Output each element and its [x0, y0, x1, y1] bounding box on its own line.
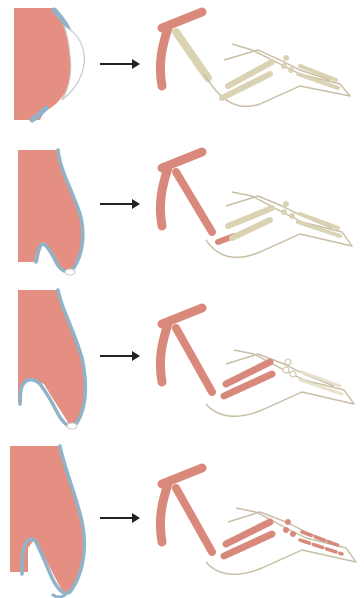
- panel-4: [10, 446, 356, 597]
- humerus: [176, 32, 208, 78]
- humerus: [176, 328, 212, 392]
- apical-ridge: [67, 423, 77, 429]
- scapula: [160, 12, 202, 86]
- arrow-icon: [100, 513, 140, 523]
- arrow-icon: [100, 59, 140, 69]
- carpals: [281, 201, 295, 219]
- arrow-icon: [100, 351, 140, 361]
- scapula: [160, 152, 202, 226]
- arrow-icon: [100, 199, 140, 209]
- panel-3: [18, 290, 354, 429]
- panel-2: [18, 150, 352, 275]
- digits: [298, 66, 338, 88]
- skeleton-diagram: [160, 152, 352, 257]
- carpals: [283, 359, 296, 377]
- skeleton-diagram: [160, 308, 354, 416]
- panel-1: [14, 8, 350, 120]
- ectoderm-tip: [52, 594, 66, 597]
- digits: [298, 214, 340, 236]
- humerus: [176, 172, 212, 232]
- skeleton-diagram: [160, 468, 356, 574]
- apical-ridge: [65, 269, 75, 275]
- humerus: [176, 488, 212, 552]
- skeleton-diagram: [160, 12, 350, 106]
